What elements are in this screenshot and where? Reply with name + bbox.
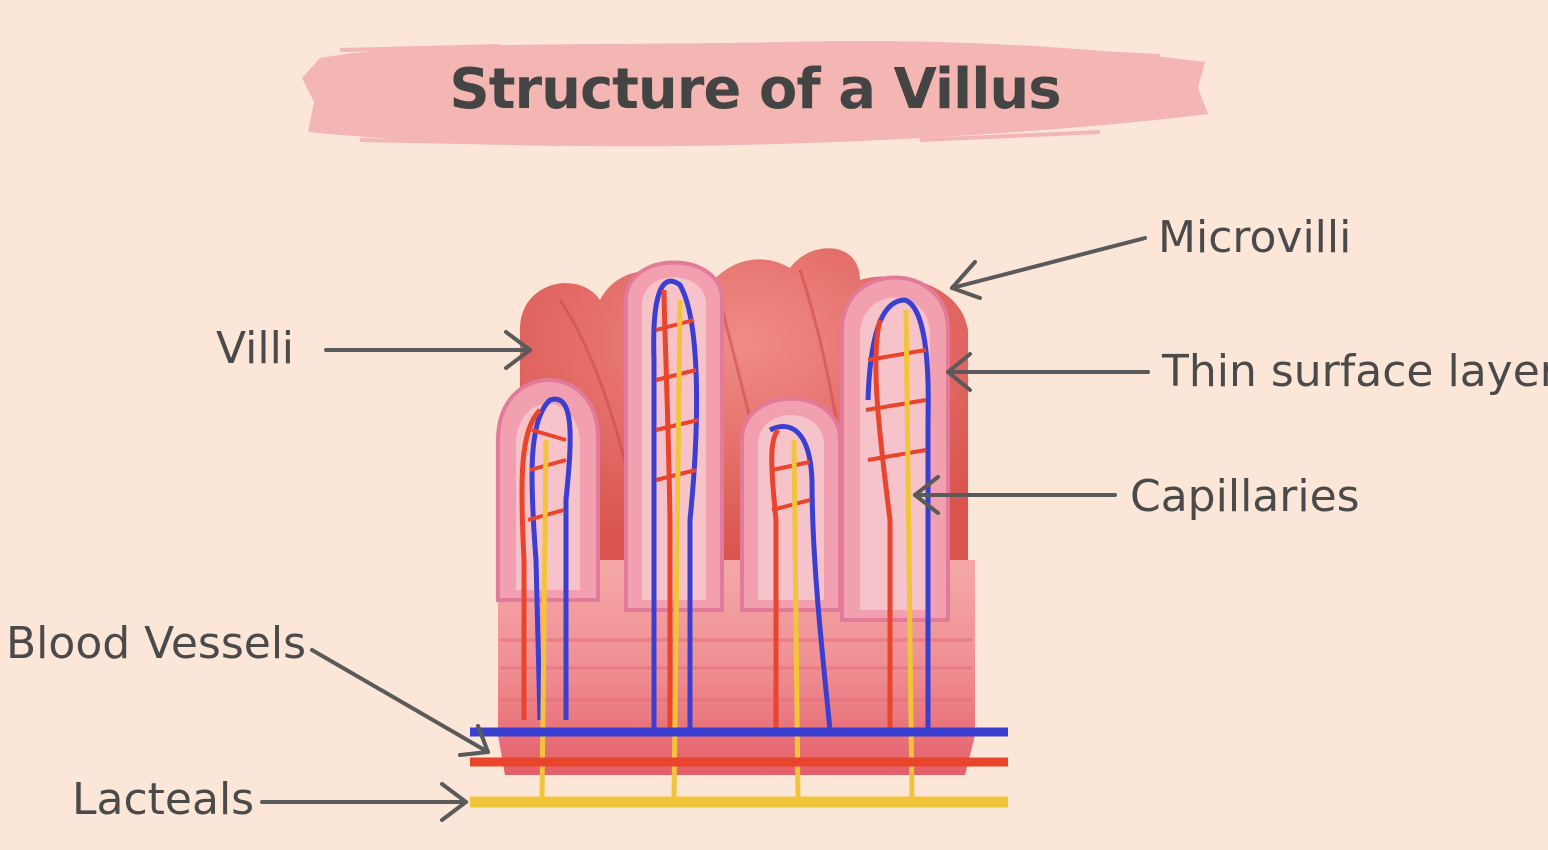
page-title: Structure of a Villus	[449, 56, 1061, 122]
microvilli-arrow	[950, 236, 1147, 300]
bottom-vessels	[470, 727, 1008, 808]
villus-cutaway-4	[840, 275, 950, 622]
villus-cutaway-1	[496, 378, 601, 602]
villi-arrow	[324, 330, 532, 370]
annotation-arrows	[260, 236, 1150, 822]
lacteals-arrow	[260, 782, 468, 822]
villus-cutaway-2	[624, 260, 724, 612]
brush-stroke-banner	[302, 40, 1208, 147]
blood-vessels-arrow	[310, 648, 490, 757]
label-thin-surface-layer: Thin surface layer	[1162, 346, 1548, 397]
title-banner: Structure of a Villus	[300, 28, 1210, 150]
thin-surface-layer-arrow	[946, 352, 1150, 392]
label-capillaries: Capillaries	[1130, 471, 1360, 522]
label-villi: Villi	[216, 323, 295, 374]
capillary-network	[519, 278, 931, 731]
lacteal-branches	[539, 299, 915, 801]
label-blood-vessels: Blood Vessels	[6, 618, 306, 669]
label-microvilli: Microvilli	[1158, 212, 1352, 263]
label-lacteals: Lacteals	[72, 774, 255, 825]
capillaries-arrow	[913, 475, 1117, 515]
